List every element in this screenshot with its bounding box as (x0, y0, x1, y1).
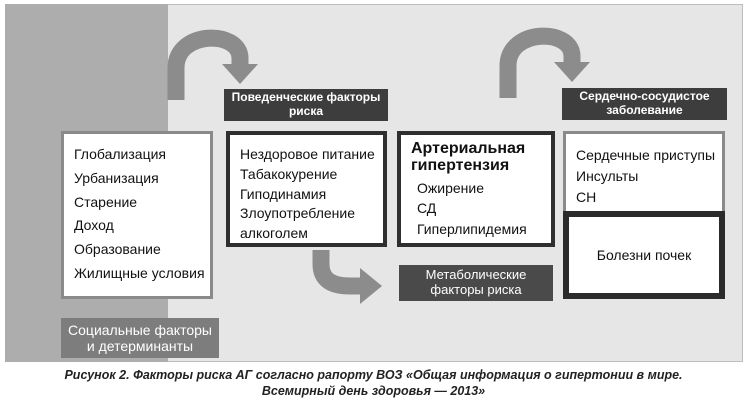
cardiovascular-disease-label: Сердечно-сосудистое заболевание (562, 88, 727, 120)
behavioral-factors-box: Нездоровое питание Табакокурение Гиподин… (226, 131, 387, 247)
cardio-item: Инсульты (576, 167, 639, 184)
social-item: Жилищные условия (74, 264, 205, 281)
behavior-item: Нездоровое питание (240, 146, 375, 162)
metabolic-factors-label: Метаболические факторы риска (399, 265, 553, 301)
social-item: Глобализация (74, 146, 167, 162)
social-factors-label: Социальные факторы и детерминанты (61, 318, 219, 358)
kidney-disease-label: Болезни почек (596, 247, 692, 263)
cardio-item: Сердечные приступы (576, 147, 716, 163)
caption-line-1: Рисунок 2. Факторы риска АГ согласно рап… (64, 368, 683, 382)
behavior-item: Гиподинамия (240, 185, 327, 202)
social-item: Образование (74, 241, 161, 258)
cardio-item: СН (576, 188, 597, 205)
social-item: Доход (74, 217, 114, 234)
figure-caption: Рисунок 2. Факторы риска АГ согласно рап… (0, 368, 747, 399)
ag-item: Ожирение (417, 179, 484, 196)
behavioral-factors-label: Поведенческие факторы риска (224, 89, 388, 121)
ag-item: СД (417, 200, 437, 217)
ag-item: Гиперлипидемия (417, 221, 527, 238)
social-item: Урбанизация (74, 169, 159, 186)
social-factors-box: Глобализация Урбанизация Старение Доход … (61, 131, 213, 299)
behavior-item: алкоголем (240, 225, 308, 242)
behavior-item: Злоупотребление (240, 205, 355, 222)
kidney-disease-box: Болезни почек (563, 211, 725, 299)
arterial-hypertension-box: Артериальная гипертензия Ожирение СД Гип… (397, 131, 555, 247)
caption-line-2: Всемирный день здоровья — 2013» (261, 383, 486, 398)
behavior-item: Табакокурение (240, 165, 338, 182)
social-item: Старение (74, 193, 138, 210)
arterial-hypertension-title: Артериальная гипертензия (411, 140, 526, 174)
cardiovascular-disease-box: Сердечные приступы Инсульты СН (563, 131, 725, 215)
